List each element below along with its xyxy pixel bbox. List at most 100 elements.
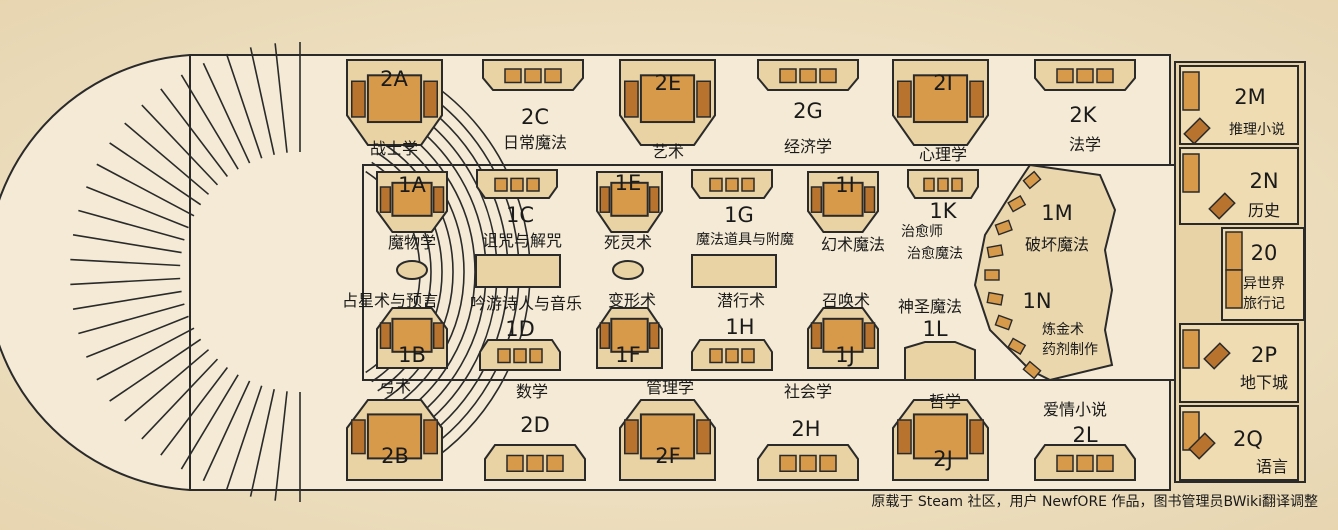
round-table (612, 260, 644, 280)
name-1G: 魔法道具与附魔 (696, 232, 794, 248)
stair-edge (160, 367, 229, 456)
bookshelf-table (479, 339, 561, 371)
alcove-shelf (648, 322, 660, 349)
book-stack (725, 177, 739, 192)
name-2D: 数学 (516, 382, 548, 401)
book-stack (526, 177, 540, 192)
alcove-shelf (432, 186, 445, 213)
code-2F: 2F (655, 444, 680, 468)
stair-edge (96, 163, 195, 217)
code-2L: 2L (1072, 423, 1097, 447)
round-table (396, 260, 428, 280)
alcove-shelf (810, 322, 823, 349)
reading-alcove (619, 59, 716, 146)
reading-alcove (892, 59, 989, 146)
code-1M: 1M (1041, 201, 1072, 225)
wall-shelf (1182, 153, 1200, 193)
stair-edge (86, 315, 189, 358)
wall-shelf (1182, 71, 1200, 111)
stair-step (389, 134, 465, 410)
name-2L: 爱情小说 (1043, 400, 1107, 419)
curved-shelf (1007, 194, 1027, 213)
book-stack (923, 177, 935, 192)
wall-shelf (1182, 329, 1200, 369)
alcove-shelf (897, 419, 912, 455)
stair-edge (274, 43, 288, 153)
alcove-shelf (624, 80, 639, 118)
curved-reading-room (973, 163, 1117, 382)
alcove-shelf (863, 186, 876, 213)
center-table (691, 254, 777, 288)
name-1H: 潜行术 (717, 291, 765, 310)
bookshelf-table (757, 444, 859, 481)
reading-alcove (807, 171, 879, 233)
alcove-shelf (624, 419, 639, 455)
alcove-shelf (351, 419, 366, 455)
stair-edge (180, 74, 239, 170)
code-2I: 2I (933, 71, 953, 95)
name-2P: 地下城 (1240, 373, 1288, 392)
book-stack (779, 454, 797, 472)
name-1B: 占星术与预言 (342, 291, 438, 310)
alcove-shelf (391, 181, 433, 217)
stair-edge (72, 234, 182, 254)
code-2A: 2A (380, 67, 408, 91)
book-stack (544, 68, 562, 84)
code-2J: 2J (933, 447, 953, 471)
name-2K: 法学 (1069, 135, 1101, 154)
code-1B: 1B (398, 343, 426, 367)
code-2G: 2G (793, 99, 823, 123)
stair-edge (72, 290, 182, 310)
alcove-shelf (696, 419, 712, 455)
code-2P: 2P (1251, 343, 1277, 367)
code-2H: 2H (791, 417, 820, 441)
name2-1K: 治愈魔法 (907, 246, 963, 262)
code-1E: 1E (615, 171, 642, 195)
reading-alcove (807, 307, 879, 369)
bookshelf-table (907, 169, 979, 199)
bookshelf-table (691, 339, 773, 371)
bookshelf-table (757, 59, 859, 91)
name-1D: 吟游诗人与音乐 (470, 294, 582, 313)
reading-alcove (892, 399, 989, 481)
alcove-shelf (696, 80, 712, 118)
code-1I: 1I (835, 173, 855, 197)
code-1D: 1D (505, 317, 535, 341)
book-stack (709, 177, 723, 192)
curved-shelf (986, 291, 1004, 306)
wall-shelf (1203, 342, 1231, 370)
curved-shelf (1007, 337, 1027, 356)
book-stack (1056, 454, 1074, 472)
alcove-shelf (599, 322, 611, 349)
book-stack (546, 454, 564, 472)
book-stack (725, 348, 739, 364)
alcove-shelf (423, 419, 439, 455)
curved-shelf (984, 269, 1000, 281)
book-stack (741, 348, 755, 364)
alcove-shelf (639, 74, 696, 124)
stair-edge (70, 258, 181, 267)
book-stack (510, 177, 524, 192)
name-20: 异世界 (1243, 276, 1285, 292)
name-1K: 治愈师 (901, 224, 943, 240)
alcove-shelf (969, 80, 985, 118)
alcove-shelf (379, 322, 392, 349)
name-1J: 召唤术 (822, 291, 870, 310)
stair-edge (109, 338, 202, 402)
bookshelf-table (482, 59, 584, 91)
book-stack (951, 177, 963, 192)
curved-shelf (1022, 170, 1042, 190)
curved-shelf (994, 314, 1013, 331)
name2-1N: 药剂制作 (1042, 342, 1098, 358)
stair-edge (249, 389, 275, 497)
name-1L: 神圣魔法 (898, 297, 962, 316)
stair-edge (96, 327, 195, 381)
stair-edge (141, 104, 219, 186)
book-stack (506, 454, 524, 472)
reading-alcove (596, 307, 663, 369)
alcove-shelf (391, 317, 433, 353)
alcove-shelf (366, 74, 423, 124)
stair-edge (202, 380, 251, 482)
stair-edge (78, 303, 185, 335)
